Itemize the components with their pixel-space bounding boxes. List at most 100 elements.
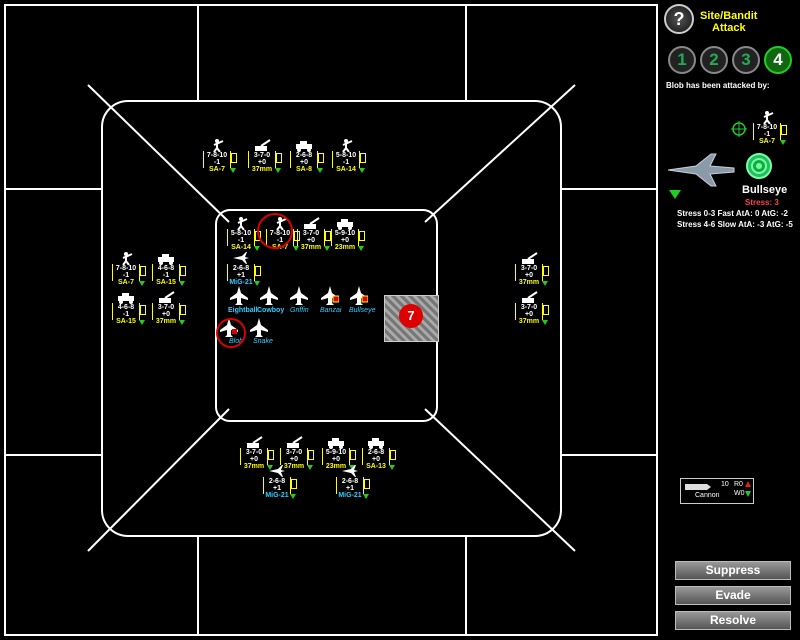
unit-mod: +0	[525, 311, 533, 318]
infantry-missile-icon	[213, 139, 224, 152]
unit-mod: +0	[307, 237, 315, 244]
resolve-button[interactable]: Resolve	[675, 611, 791, 630]
sam-vehicle-icon	[337, 219, 353, 230]
weapon-w: W0	[734, 490, 745, 497]
unit-mod: +0	[525, 272, 533, 279]
unit-name: MiG-21	[229, 279, 253, 286]
help-button[interactable]: ?	[664, 4, 694, 34]
unit-mod: +0	[250, 456, 258, 463]
unit-name: 37mm	[300, 244, 322, 251]
player-jet-icon-snake[interactable]	[250, 318, 268, 338]
weapon-name: Cannon	[695, 492, 720, 499]
pilot-griffin-label: Griffin	[290, 307, 309, 314]
unit-mod: -1	[122, 311, 130, 318]
player-jet-icon-cowboy[interactable]	[260, 286, 278, 306]
weapon-up-arrow[interactable]	[745, 481, 751, 487]
unit-rating: 7-8-10	[206, 152, 228, 159]
mig-jet-icon	[342, 465, 358, 477]
unit-name: SA-15	[156, 279, 176, 286]
unit-mod: +0	[300, 159, 308, 166]
weapon-r: R0	[734, 481, 743, 488]
unit-name: 37mm	[243, 463, 265, 470]
player-jet-icon-eightball[interactable]	[230, 286, 248, 306]
infantry-missile-icon	[342, 139, 353, 152]
phase-button-1[interactable]: 1	[668, 46, 696, 74]
unit-mod: +1	[346, 485, 354, 492]
selected-ring-sa7	[257, 213, 293, 249]
infantry-missile-icon	[122, 252, 133, 265]
unit-name: 37mm	[251, 166, 273, 173]
weapon-down-arrow[interactable]	[745, 491, 751, 497]
unit-mod: +0	[341, 237, 349, 244]
unit-rating: 3-7-0	[520, 304, 538, 311]
evade-button[interactable]: Evade	[675, 586, 791, 605]
stress-line-2: Stress 4-6 Slow AtA: -3 AtG: -5	[677, 220, 793, 229]
unit-mod: -1	[122, 272, 130, 279]
game-board[interactable]	[0, 0, 663, 640]
unit-mod: +0	[372, 456, 380, 463]
unit-name: MiG-21	[338, 492, 362, 499]
infantry-missile-icon	[763, 111, 774, 124]
weapon-card[interactable]: Cannon 10 R0 W0	[680, 478, 754, 504]
unit-name: SA-7	[209, 166, 225, 173]
pilot-eightball-label: Eightball	[228, 307, 258, 314]
target-stress: Stress: 3	[745, 198, 779, 207]
player-jet-icon-bullseye[interactable]	[350, 286, 368, 306]
side-panel	[663, 0, 800, 640]
cannon-shell-icon	[685, 484, 711, 490]
unit-name: 37mm	[518, 318, 540, 325]
city-hex-value: 7	[399, 304, 423, 328]
unit-mod: +0	[290, 456, 298, 463]
bullseye-emblem-icon	[746, 153, 772, 179]
unit-name: 23mm	[325, 463, 347, 470]
sam-vehicle-icon	[328, 438, 344, 449]
attack-message: Blob has been attacked by:	[666, 81, 770, 90]
unit-rating: 3-7-0	[302, 230, 320, 237]
unit-name: SA-7	[118, 279, 134, 286]
unit-rating: 2-6-8	[268, 478, 286, 485]
pilot-banzai-label: Banzai	[320, 307, 342, 314]
sam-vehicle-icon	[296, 141, 312, 152]
city-hex[interactable]: 7	[384, 295, 439, 342]
unit-rating: 2-6-8	[295, 152, 313, 159]
mig-jet-icon	[269, 465, 285, 477]
phase-button-3[interactable]: 3	[732, 46, 760, 74]
unit-name: SA-14	[231, 244, 251, 251]
unit-rating: 4-6-8	[117, 304, 135, 311]
player-jet-icon-banzai[interactable]	[321, 286, 339, 306]
unit-rating: 3-7-0	[157, 304, 175, 311]
player-jet-icon-griffin[interactable]	[290, 286, 308, 306]
unit-mod: +0	[332, 456, 340, 463]
aa-gun-icon	[304, 217, 320, 229]
unit-mod: +1	[237, 272, 245, 279]
unit-rating: 3-7-0	[285, 449, 303, 456]
unit-mod: -1	[237, 237, 245, 244]
phase-button-4[interactable]: 4	[764, 46, 792, 74]
sam-vehicle-icon	[158, 254, 174, 265]
unit-mod: -1	[162, 272, 170, 279]
unit-rating: 2-6-8	[367, 449, 385, 456]
unit-rating: 5-8-10	[335, 152, 357, 159]
phase-button-2[interactable]: 2	[700, 46, 728, 74]
suppress-button[interactable]: Suppress	[675, 561, 791, 580]
